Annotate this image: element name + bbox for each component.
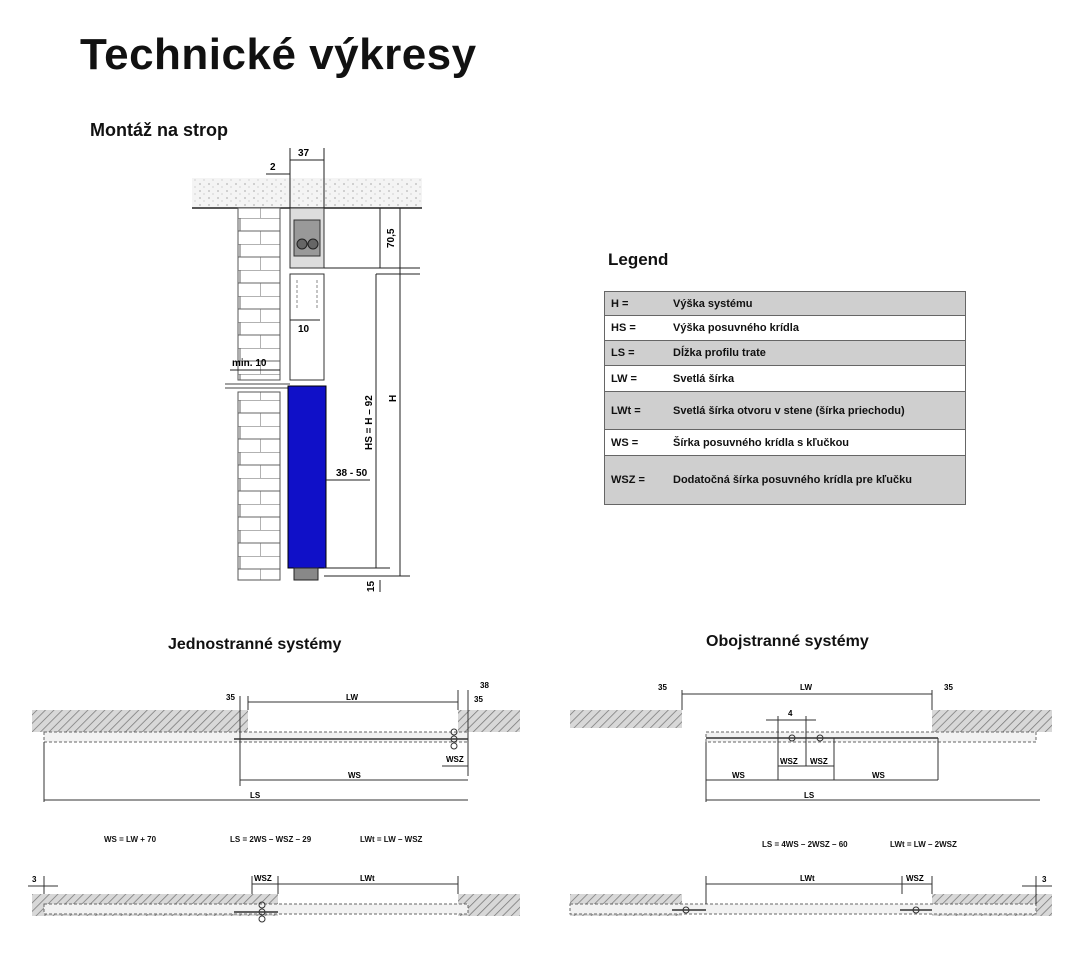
dim-wsz1-d: WSZ [780, 757, 798, 766]
dim-ls-d: LS [804, 791, 815, 800]
dim-h: H [388, 395, 399, 402]
dim-ls: LS [250, 791, 261, 800]
double-systems-title: Obojstranné systémy [706, 633, 869, 650]
page-title: Technické výkresy [80, 30, 477, 79]
door-upper-panel [289, 273, 325, 381]
dim-38: 38 [480, 681, 489, 690]
single-systems-title: Jednostranné systémy [168, 636, 342, 653]
legend-row: LWt =Svetlá šírka otvoru v stene (šírka … [605, 392, 965, 430]
ceiling-slab [192, 178, 422, 208]
ceiling-mount-drawing: 37 2 10 min. 10 38 - 50 70,5 HS = H – 92… [192, 148, 422, 592]
dim-lwt: LWt [360, 874, 375, 883]
legend-table: H =Výška systému HS =Výška posuvného krí… [604, 291, 966, 505]
dim-ws: WS [348, 771, 362, 780]
legend-row: LS =Dĺžka profilu trate [605, 341, 965, 366]
legend-row: H =Výška systému [605, 292, 965, 316]
dim-2: 2 [270, 162, 276, 173]
dim-lw: LW [346, 693, 358, 702]
legend-row: WSZ =Dodatočná šírka posuvného krídla pr… [605, 456, 965, 504]
single-formula-lwt: LWt = LW – WSZ [360, 835, 423, 844]
brick-wall-lower [237, 391, 281, 581]
single-bottom-drawing: 3 WSZ LWt [28, 874, 520, 923]
dim-wsz-bd: WSZ [906, 874, 924, 883]
dim-wsz: WSZ [446, 755, 464, 764]
single-formula-ws: WS = LW + 70 [104, 835, 157, 844]
single-top-drawing: 35 LW 38 35 WSZ WS LS [32, 681, 520, 802]
dim-lw-d: LW [800, 683, 812, 692]
double-formula-ls: LS = 4WS – 2WSZ – 60 [762, 840, 848, 849]
brick-wall-upper [237, 207, 281, 381]
dim-wsz-b: WSZ [254, 874, 272, 883]
double-bottom-drawing: LWt WSZ 3 [569, 874, 1052, 916]
legend-title: Legend [608, 250, 669, 269]
double-top-drawing: 35 LW 35 4 WSZ WSZ WS WS LS [570, 683, 1052, 802]
legend-row: WS =Šírka posuvného krídla s kľučkou [605, 430, 965, 456]
dim-hs: HS = H – 92 [364, 395, 375, 450]
dim-4-d: 4 [788, 709, 793, 718]
floor-guide [293, 567, 319, 581]
dim-35b: 35 [474, 695, 483, 704]
dim-3: 3 [32, 875, 37, 884]
single-formula-ls: LS = 2WS – WSZ – 29 [230, 835, 312, 844]
section-ceiling-title: Montáž na strop [90, 120, 228, 140]
dim-35b-d: 35 [944, 683, 953, 692]
dim-35a-d: 35 [658, 683, 667, 692]
dim-min10: min. 10 [232, 358, 267, 369]
dim-lwt-d: LWt [800, 874, 815, 883]
dim-35a: 35 [226, 693, 235, 702]
dim-70-5: 70,5 [386, 228, 397, 248]
legend-row: HS =Výška posuvného krídla [605, 316, 965, 341]
dim-3-d: 3 [1042, 875, 1047, 884]
dim-ws1-d: WS [732, 771, 746, 780]
dim-wsz2-d: WSZ [810, 757, 828, 766]
dim-ws2-d: WS [872, 771, 886, 780]
door-panel [287, 385, 327, 569]
dim-37: 37 [298, 148, 310, 159]
legend-row: LW =Svetlá šírka [605, 366, 965, 392]
double-formula-lwt: LWt = LW – 2WSZ [890, 840, 957, 849]
dim-15: 15 [366, 580, 377, 592]
dim-38-50: 38 - 50 [336, 468, 368, 479]
dim-10: 10 [298, 324, 310, 335]
